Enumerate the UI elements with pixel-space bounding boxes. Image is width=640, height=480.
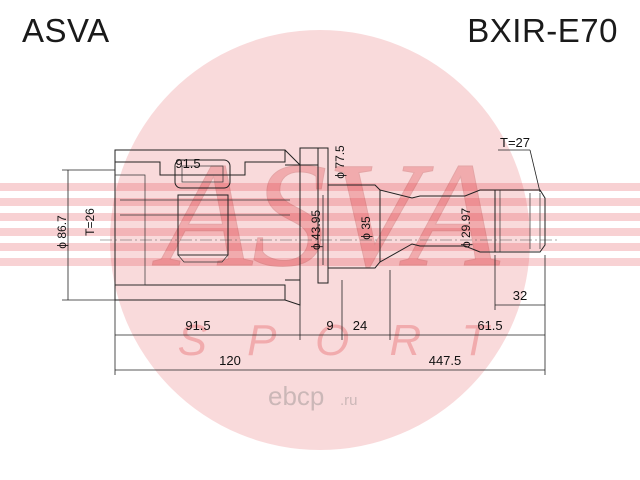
dim-shaft-diameter: ϕ 35 (359, 216, 373, 240)
dim-length-61-5: 61.5 (477, 318, 502, 333)
svg-text:S P O R T: S P O R T (178, 316, 503, 365)
watermark-stripes (0, 183, 640, 266)
svg-text:ebcp: ebcp (268, 381, 324, 411)
dim-outer-teeth: T=27 (500, 135, 530, 150)
dim-length-24: 24 (353, 318, 367, 333)
dim-outer-diameter: ϕ 86.7 (55, 215, 69, 249)
dim-inner-teeth: T=26 (83, 208, 97, 236)
dim-boot-diameter: ϕ 43.95 (309, 210, 323, 250)
part-number: BXIR-E70 (467, 12, 618, 49)
dim-length-9: 9 (326, 318, 333, 333)
brand-title: ASVA (22, 12, 110, 49)
dim-total-length: 447.5 (429, 353, 462, 368)
dim-flange-diameter: ϕ 77.5 (333, 145, 347, 179)
shop-watermark: ebcp .ru (268, 381, 358, 411)
dim-spline-length: 32 (513, 288, 527, 303)
dim-spline-diameter: ϕ 29.97 (459, 208, 473, 248)
dim-tripod-to-face: 91.5 (175, 156, 200, 171)
svg-text:.ru: .ru (340, 392, 358, 409)
shaft (327, 184, 546, 269)
dim-body-length: 120 (219, 353, 241, 368)
tripod-roller (120, 159, 290, 263)
dim-length-91-5: 91.5 (185, 318, 210, 333)
dimension-lines (62, 148, 546, 375)
